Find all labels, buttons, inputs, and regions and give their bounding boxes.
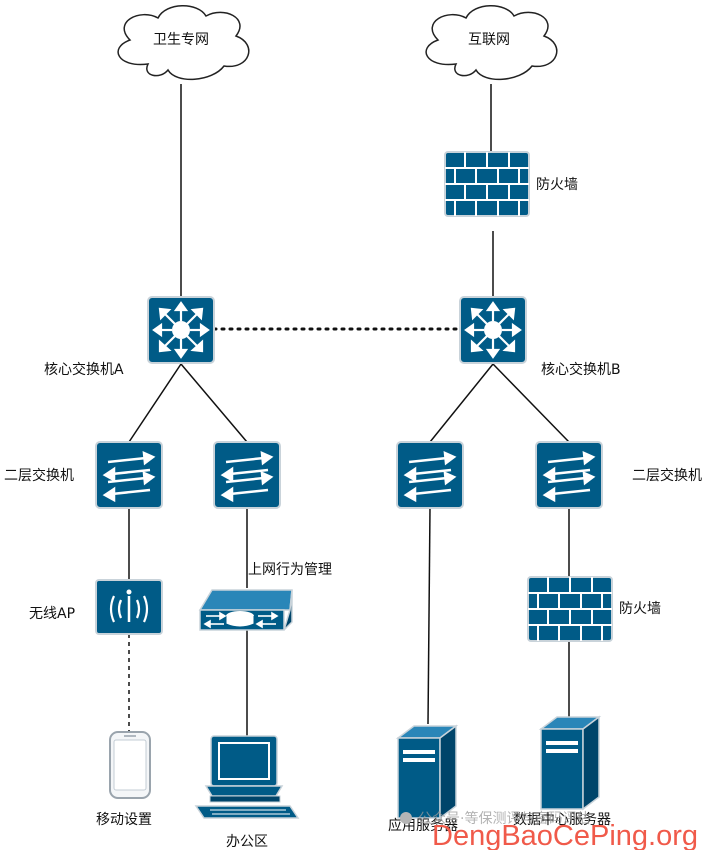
smartphone-icon bbox=[109, 731, 151, 799]
firewall-icon bbox=[444, 151, 530, 217]
mobile-device: 移动设置 bbox=[96, 731, 152, 828]
l2-switch-icon bbox=[535, 441, 603, 509]
label-firewall-top: 防火墙 bbox=[536, 177, 578, 193]
datacenter-server: 数据中心服务器 bbox=[513, 715, 611, 828]
label-behavior-mgmt: 上网行为管理 bbox=[248, 562, 332, 578]
wechat-icon bbox=[400, 812, 412, 824]
l2-switch-icon bbox=[95, 441, 163, 509]
wireless-ap-icon bbox=[95, 579, 163, 635]
label-l2-right: 二层交换机 bbox=[632, 467, 702, 484]
link-core-a-l2-2 bbox=[180, 363, 248, 443]
app-server: 应用服务器 bbox=[388, 724, 459, 834]
firewall-datacenter: 防火墙 bbox=[527, 576, 661, 642]
link-core-b-l2-4 bbox=[492, 363, 570, 443]
core-switch-icon bbox=[147, 296, 215, 364]
l2-switch-2 bbox=[213, 441, 281, 509]
desktop-computer-icon bbox=[194, 735, 300, 819]
label-dc-server: 数据中心服务器 bbox=[513, 812, 611, 828]
watermark-account: 公众号·等保测评与密码评估 bbox=[418, 810, 590, 827]
wireless-ap: 无线AP bbox=[29, 579, 163, 635]
label-mobile: 移动设置 bbox=[96, 812, 152, 828]
label-core-b: 核心交换机B bbox=[541, 361, 621, 378]
label-core-a: 核心交换机A bbox=[44, 361, 124, 378]
label-office: 办公区 bbox=[226, 834, 268, 850]
l2-switch-4: 二层交换机 bbox=[535, 441, 702, 509]
core-switch-icon bbox=[459, 296, 527, 364]
cloud-label-internet: 互联网 bbox=[468, 32, 510, 48]
label-firewall-dc: 防火墙 bbox=[619, 601, 661, 617]
firewall-icon bbox=[527, 576, 613, 642]
label-wireless-ap: 无线AP bbox=[29, 606, 75, 622]
link-core-b-l2-3 bbox=[429, 363, 494, 443]
label-l2-left: 二层交换机 bbox=[4, 467, 74, 484]
l2-switch-1: 二层交换机 bbox=[4, 441, 163, 509]
l2-switch-icon bbox=[396, 441, 464, 509]
cloud-icon bbox=[425, 5, 558, 81]
watermark-brand: DengBaoCePing.org bbox=[432, 820, 698, 850]
cloud-icon bbox=[117, 5, 250, 81]
office-workstation: 办公区 bbox=[194, 735, 300, 850]
link-l2-3-app-server bbox=[427, 507, 431, 725]
l2-switch-icon bbox=[213, 441, 281, 509]
server-tower-icon bbox=[538, 715, 602, 811]
server-tower-icon bbox=[395, 724, 459, 820]
core-switch-b: 核心交换机B bbox=[459, 296, 621, 378]
connection-lines bbox=[128, 84, 570, 737]
behavior-management-appliance: 上网行为管理 bbox=[198, 562, 332, 631]
cloud-internet: 互联网 bbox=[425, 5, 558, 81]
l2-switch-3 bbox=[396, 441, 464, 509]
cloud-label-health: 卫生专网 bbox=[153, 32, 209, 48]
appliance-icon bbox=[198, 589, 293, 631]
link-core-a-l2-1 bbox=[128, 363, 182, 443]
cloud-health-network: 卫生专网 bbox=[117, 5, 250, 81]
watermark: 公众号·等保测评与密码评估 DengBaoCePing.org bbox=[400, 810, 698, 850]
core-switch-a: 核心交换机A bbox=[44, 296, 215, 378]
firewall-top: 防火墙 bbox=[444, 151, 578, 217]
